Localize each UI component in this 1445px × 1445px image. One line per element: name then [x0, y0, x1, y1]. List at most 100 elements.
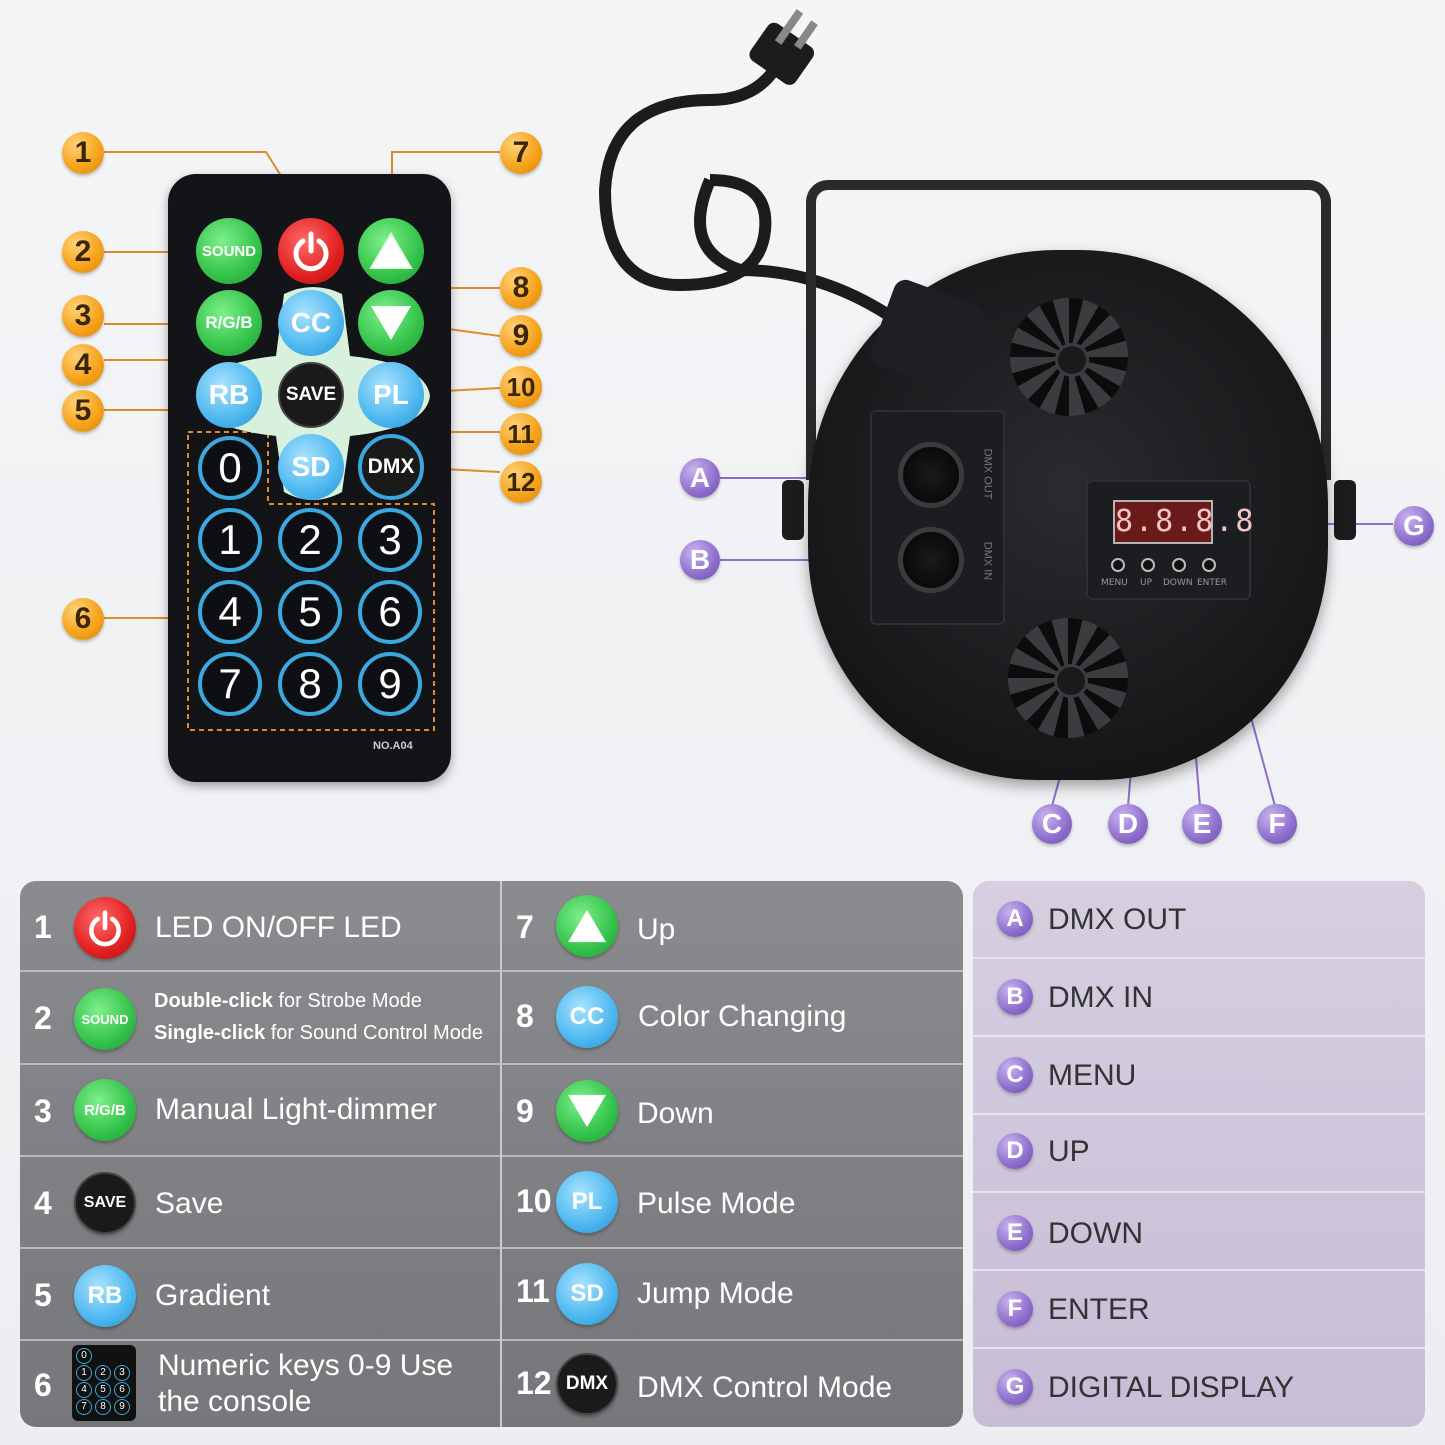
- pl-button[interactable]: PL: [358, 362, 424, 428]
- legend-row-8: 8 CC Color Changing: [502, 972, 963, 1065]
- numkey-7[interactable]: 7: [198, 652, 262, 716]
- legend-num: 8: [516, 998, 534, 1034]
- legend-row-7: 7 Up: [502, 881, 963, 972]
- down-triangle-icon: [371, 306, 411, 340]
- numkey-3[interactable]: 3: [358, 508, 422, 572]
- mini-key: 8: [95, 1399, 111, 1415]
- numkey-6[interactable]: 6: [358, 580, 422, 644]
- letter-badge: D: [997, 1133, 1033, 1169]
- legend-row-9: 9 Down: [502, 1065, 963, 1157]
- numkey-1[interactable]: 1: [198, 508, 262, 572]
- pl-icon: PL: [556, 1171, 618, 1233]
- mini-key: 4: [76, 1382, 92, 1398]
- dmx-in-port: [898, 527, 964, 593]
- callout-8: 8: [500, 267, 542, 309]
- legend-row-1: 1 LED ON/OFF LED: [20, 881, 500, 972]
- legend-text-line1: Double-click for Strobe Mode: [154, 990, 422, 1013]
- numkey-0[interactable]: 0: [198, 436, 262, 500]
- legend-text-line2: Single-click for Sound Control Mode: [154, 1022, 483, 1045]
- callout-a: A: [680, 458, 720, 498]
- save-button[interactable]: SAVE: [278, 362, 344, 428]
- up-button[interactable]: [358, 218, 424, 284]
- callout-6: 6: [62, 598, 104, 640]
- mini-key: 1: [76, 1365, 92, 1381]
- up-label: UP: [1140, 578, 1153, 588]
- callout-9: 9: [500, 315, 542, 357]
- device-down-button[interactable]: [1172, 558, 1186, 572]
- callout-7: 7: [500, 132, 542, 174]
- legend-num: 6: [34, 1367, 52, 1403]
- power-button[interactable]: [278, 218, 344, 284]
- legend-text: Jump Mode: [637, 1277, 794, 1310]
- legend-row-4: 4 SAVE Save: [20, 1157, 500, 1249]
- sound-button[interactable]: SOUND: [196, 218, 262, 284]
- device-legend-row-f: F ENTER: [973, 1271, 1425, 1349]
- rgb-button[interactable]: R/G/B: [196, 290, 262, 356]
- up-triangle-icon: [369, 232, 413, 269]
- legend-text: LED ON/OFF LED: [155, 911, 402, 944]
- enter-button[interactable]: [1202, 558, 1216, 572]
- letter-badge: E: [997, 1215, 1033, 1251]
- letter-badge: F: [997, 1291, 1033, 1327]
- device-legend-row-e: E DOWN: [973, 1193, 1425, 1271]
- device-legend-table: A DMX OUT B DMX IN C MENU D UP E DOWN F …: [973, 881, 1425, 1427]
- device-legend-row-d: D UP: [973, 1115, 1425, 1193]
- legend-num: 2: [34, 1000, 52, 1036]
- callout-11: 11: [500, 413, 542, 455]
- legend-text-line2: the console: [158, 1385, 312, 1418]
- mini-key: 2: [95, 1365, 111, 1381]
- regular-text: for Sound Control Mode: [265, 1022, 484, 1044]
- model-label: NO.A04: [373, 740, 413, 752]
- bold-text: Double-click: [154, 990, 273, 1012]
- dmx-icon: DMX: [556, 1353, 618, 1415]
- fan-bottom: [1008, 618, 1128, 738]
- menu-button[interactable]: [1111, 558, 1125, 572]
- regular-text: for Strobe Mode: [272, 990, 422, 1012]
- legend-row-11: 11 SD Jump Mode: [502, 1249, 963, 1341]
- dmx-in-label: DMX IN: [981, 541, 994, 581]
- mini-key: 3: [114, 1365, 130, 1381]
- down-button[interactable]: [358, 290, 424, 356]
- remote-legend-table: 1 LED ON/OFF LED 2 SOUND Double-click fo…: [20, 881, 963, 1427]
- dmx-button[interactable]: DMX: [358, 434, 424, 500]
- cc-icon: CC: [556, 986, 618, 1048]
- callout-g: G: [1394, 506, 1434, 546]
- legend-text: DMX OUT: [1048, 903, 1187, 936]
- save-icon: SAVE: [74, 1172, 136, 1234]
- down-triangle-icon: [556, 1080, 618, 1142]
- callout-12: 12: [500, 461, 542, 503]
- callout-c: C: [1032, 804, 1072, 844]
- letter-badge: A: [997, 901, 1033, 937]
- numkey-4[interactable]: 4: [198, 580, 262, 644]
- legend-text: DOWN: [1048, 1217, 1143, 1250]
- legend-text: Manual Light-dimmer: [155, 1093, 437, 1126]
- legend-text-line1: Numeric keys 0-9 Use: [158, 1349, 454, 1382]
- legend-row-3: 3 R/G/B Manual Light-dimmer: [20, 1065, 500, 1157]
- digital-display: 8.8.8.8: [1113, 500, 1253, 544]
- numkey-9[interactable]: 9: [358, 652, 422, 716]
- device-legend-row-g: G DIGITAL DISPLAY: [973, 1349, 1425, 1427]
- fan-top: [1010, 298, 1128, 416]
- device-legend-row-b: B DMX IN: [973, 959, 1425, 1037]
- sd-icon: SD: [556, 1263, 618, 1325]
- rb-button[interactable]: RB: [196, 362, 262, 428]
- remote-control: SOUND R/G/B CC RB SAVE PL 0 SD DMX 1 2 3…: [168, 174, 451, 782]
- legend-text: ENTER: [1048, 1293, 1150, 1326]
- numkey-8[interactable]: 8: [278, 652, 342, 716]
- device-legend-row-a: A DMX OUT: [973, 881, 1425, 959]
- numeric-keys-region: [187, 431, 435, 731]
- letter-badge: C: [997, 1057, 1033, 1093]
- callout-1: 1: [62, 132, 104, 174]
- keypad-icon: 0 1 2 3 4 5 6 7 8 9: [72, 1345, 136, 1421]
- legend-num: 7: [516, 909, 534, 945]
- numkey-2[interactable]: 2: [278, 508, 342, 572]
- callout-5: 5: [62, 390, 104, 432]
- legend-num: 9: [516, 1093, 534, 1129]
- numkey-5[interactable]: 5: [278, 580, 342, 644]
- callout-b: B: [680, 540, 720, 580]
- device-up-button[interactable]: [1141, 558, 1155, 572]
- cc-button[interactable]: CC: [278, 290, 344, 356]
- sd-button[interactable]: SD: [278, 434, 344, 500]
- mini-key: 0: [76, 1348, 92, 1364]
- legend-text: Save: [155, 1187, 224, 1220]
